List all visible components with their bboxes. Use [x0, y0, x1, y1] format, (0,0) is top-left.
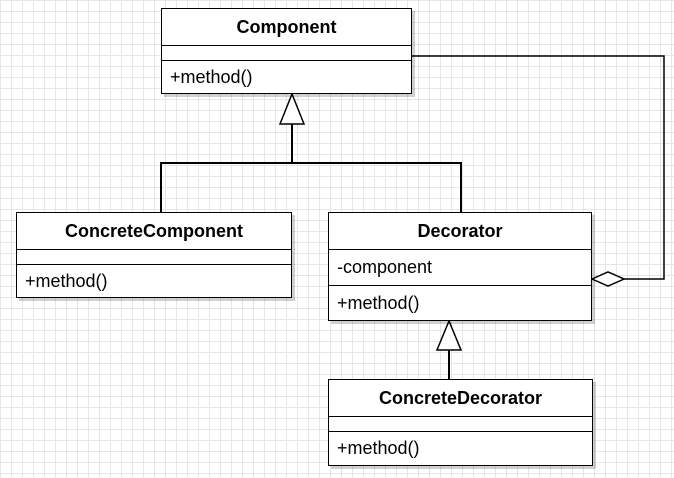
class-decorator[interactable]: Decorator -component +method() — [328, 212, 592, 321]
method-label: +method() — [170, 66, 253, 87]
aggregation-diamond — [590, 271, 626, 287]
aggregation-line[interactable] — [412, 55, 665, 280]
generalization-arrowhead-component — [278, 91, 306, 125]
attributes-section — [162, 46, 411, 61]
class-name: Component — [162, 9, 411, 46]
class-concretedecorator[interactable]: ConcreteDecorator +method() — [328, 379, 593, 466]
method-label: +method() — [337, 438, 420, 458]
attributes-section — [17, 250, 291, 265]
class-name: ConcreteComponent — [17, 213, 291, 250]
class-component[interactable]: Component +method() — [161, 8, 412, 94]
method-label: +method() — [337, 292, 420, 313]
class-name: ConcreteDecorator — [329, 380, 592, 417]
attribute-label: -component — [329, 250, 591, 286]
class-concretecomponent[interactable]: ConcreteComponent +method() — [16, 212, 292, 298]
generalization-arrowhead-decorator — [435, 319, 463, 351]
attributes-section — [329, 417, 592, 432]
class-name: Decorator — [329, 213, 591, 250]
generalization-concretecomponent-line[interactable] — [160, 124, 293, 213]
generalization-decorator-line[interactable] — [292, 162, 462, 213]
method-label: +method() — [25, 270, 108, 291]
